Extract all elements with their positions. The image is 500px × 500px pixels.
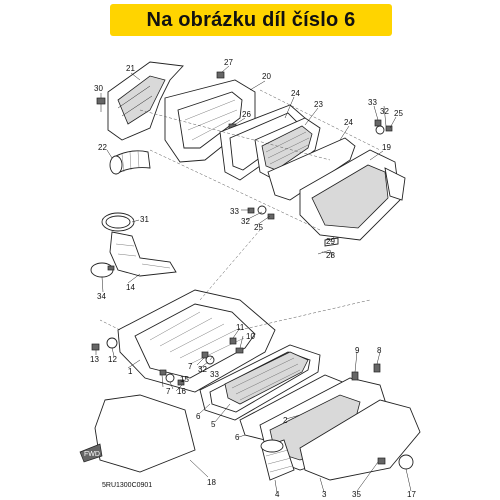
- callout-23: 23: [314, 100, 323, 109]
- banner-text: Na obrázku díl číslo 6: [146, 8, 356, 31]
- callout-20: 20: [262, 72, 271, 81]
- part-1-lower-case: [117, 289, 276, 393]
- part-14-joint: [109, 231, 177, 277]
- callout-6b: 6: [235, 433, 240, 442]
- callout-15: 15: [180, 375, 189, 384]
- callout-25b: 25: [254, 223, 263, 232]
- callout-24: 24: [291, 89, 300, 98]
- callout-1: 1: [128, 367, 133, 376]
- callout-12: 12: [108, 355, 117, 364]
- callout-17: 17: [407, 490, 416, 499]
- callout-29: 29: [326, 237, 335, 246]
- callout-10: 10: [246, 332, 255, 341]
- part-24-gasket-lower: [267, 137, 356, 201]
- callout-34: 34: [97, 292, 106, 301]
- part-3-outer-cover: [299, 399, 421, 481]
- callout-4: 4: [275, 490, 280, 499]
- part-18-sheet: [94, 394, 196, 473]
- callout-33b: 33: [230, 207, 239, 216]
- part-35-bolt: [377, 457, 386, 465]
- part-19-air-case: [299, 149, 406, 241]
- callout-28: 28: [326, 251, 335, 260]
- part-30-bolt: [96, 97, 106, 112]
- callout-16: 16: [177, 387, 186, 396]
- callout-32b: 32: [241, 217, 250, 226]
- callout-3: 3: [322, 490, 327, 499]
- callout-21: 21: [126, 64, 135, 73]
- callout-18: 18: [207, 478, 216, 487]
- callout-27: 27: [224, 58, 233, 67]
- part-4-intake-duct: [260, 439, 295, 481]
- callout-22: 22: [98, 143, 107, 152]
- callout-11: 11: [236, 323, 245, 332]
- callout-8: 8: [377, 346, 382, 355]
- callout-19: 19: [382, 143, 391, 152]
- diagram-code: 5RU1300C0901: [102, 482, 152, 489]
- parts-9-8-fasteners: [351, 363, 381, 381]
- callout-9: 9: [355, 346, 360, 355]
- part-31-hose-band: [101, 212, 135, 232]
- part-17-plug: [398, 454, 414, 470]
- callout-26: 26: [242, 110, 251, 119]
- highlight-banner: Na obrázku díl číslo 6: [110, 4, 392, 36]
- parts-28-29-clip: [317, 237, 339, 259]
- parts-33-32-25-fasteners-upper: [247, 119, 393, 220]
- callout-24b: 24: [344, 118, 353, 127]
- callout-6: 6: [196, 412, 201, 421]
- callout-7b: 7: [166, 387, 171, 396]
- callout-35: 35: [352, 490, 361, 499]
- callout-7: 7: [188, 362, 193, 371]
- part-27-bolt: [216, 71, 225, 79]
- callout-32: 32: [380, 107, 389, 116]
- callout-33: 33: [368, 98, 377, 107]
- part-21-cover: [107, 61, 184, 141]
- parts-13-12-fasteners: [91, 337, 118, 351]
- callout-13: 13: [90, 355, 99, 364]
- fwd-arrow-icon: FWD: [79, 443, 103, 463]
- callout-14: 14: [126, 283, 135, 292]
- callout-30: 30: [94, 84, 103, 93]
- callout-32c: 32: [198, 365, 207, 374]
- callout-31: 31: [140, 215, 149, 224]
- part-5-filter-element: [224, 351, 309, 405]
- callout-33c: 33: [210, 370, 219, 379]
- leader-lines: [95, 65, 412, 494]
- fwd-label: FWD: [84, 451, 100, 458]
- part-22-hose: [109, 150, 151, 175]
- callout-5: 5: [211, 420, 216, 429]
- callout-25: 25: [394, 109, 403, 118]
- reference-lines: [99, 89, 381, 331]
- callout-2: 2: [283, 416, 288, 425]
- callout-labels: 21 27 20 30 24 23 33 32 25 26 19 22 24 3…: [90, 58, 416, 499]
- part-34-clamp: [90, 262, 115, 278]
